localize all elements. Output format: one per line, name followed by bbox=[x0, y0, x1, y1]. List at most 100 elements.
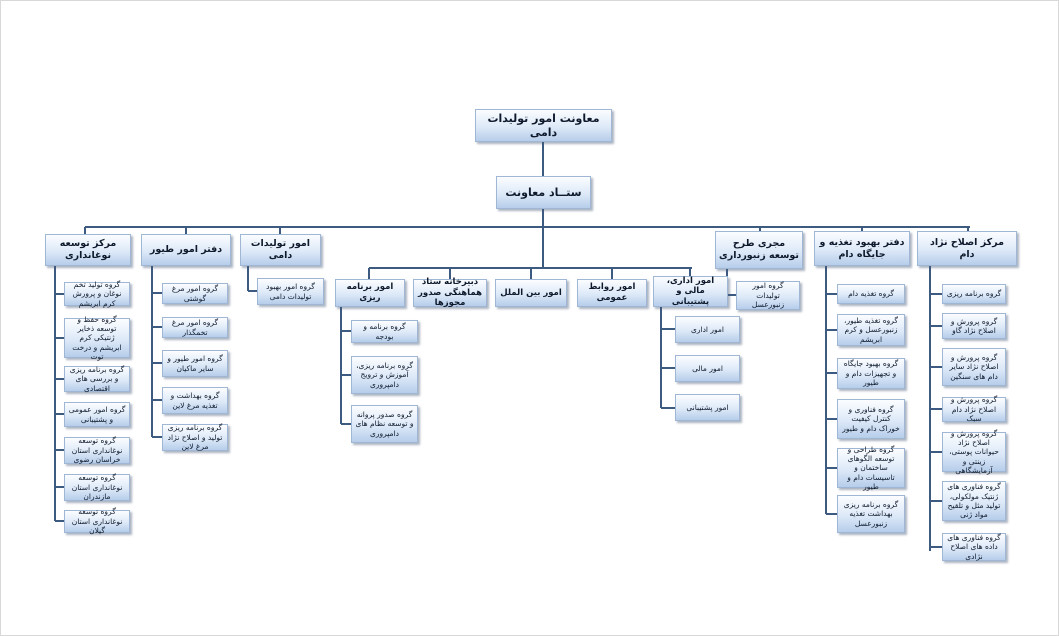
connector-line bbox=[930, 546, 944, 548]
connector-line bbox=[861, 227, 863, 234]
dept-beekeeping-project: مجری طرح توسعه زنبورداری bbox=[715, 231, 803, 269]
group-box: گروه حفظ و توسعه ذخایر ژنتیکی کرم ابریشم… bbox=[64, 315, 130, 361]
dept-breeding-center: مرکز اصلاح نژاد دام bbox=[917, 231, 1017, 266]
connector-line bbox=[152, 399, 164, 401]
dept-poultry-office: دفتر امور طیور bbox=[141, 234, 231, 266]
connector-line bbox=[930, 500, 944, 502]
group-box: گروه طراحی و توسعه الگوهای ساختمان و تاس… bbox=[837, 445, 905, 491]
group-box: گروه پرورش و اصلاح نژاد گاو bbox=[942, 313, 1006, 339]
connector-line bbox=[826, 467, 839, 469]
connector-line bbox=[341, 374, 353, 376]
group-box: گروه پرورش و اصلاح نژاد حیوانات پوستی، ز… bbox=[942, 429, 1006, 475]
dept-nutrition-office: دفتر بهبود تغذیه و جایگاه دام bbox=[814, 231, 910, 266]
group-box: گروه برنامه ریزی، آموزش و ترویج دامپروری bbox=[351, 356, 418, 394]
connector-line bbox=[85, 226, 970, 228]
connector-line bbox=[930, 408, 944, 410]
group-box: گروه بهبود جایگاه و تجهیزات دام و طیور bbox=[837, 358, 905, 389]
connector-line bbox=[967, 227, 969, 234]
root-box: معاونت امور تولیدات دامی bbox=[475, 109, 612, 142]
connector-line bbox=[247, 266, 249, 291]
group-box: گروه تولید تخم نوغان و پرورش کرم ابریشم bbox=[64, 280, 130, 308]
connector-line bbox=[55, 293, 66, 295]
dept-admin-finance: امور اداری، مالی و پشتیبانی bbox=[653, 276, 728, 307]
unit-box: امور اداری bbox=[675, 316, 740, 343]
connector-line bbox=[542, 142, 544, 176]
connector-line bbox=[151, 266, 153, 437]
group-box: گروه برنامه ریزی تولید و اصلاح نژاد مرغ … bbox=[162, 423, 228, 451]
connector-line bbox=[661, 367, 677, 369]
connector-line bbox=[341, 330, 353, 332]
group-box: گروه توسعه نوغانداری استان گیلان bbox=[64, 507, 130, 535]
staff-label: ستــاد معاونت bbox=[505, 185, 582, 199]
group-box: گروه برنامه ریزی بهداشت تغذیه زنبورعسل bbox=[837, 495, 905, 533]
group-box: گروه توسعه نوغانداری استان خراسان رضوی bbox=[64, 436, 130, 464]
connector-line bbox=[84, 227, 86, 234]
connector-line bbox=[826, 513, 839, 515]
dept-permits-secretariat: دبیرخانه ستاد هماهنگی صدور مجوزها bbox=[413, 277, 487, 308]
group-box: گروه برنامه ریزی bbox=[942, 284, 1006, 304]
unit-box: امور مالی bbox=[675, 355, 740, 382]
group-box: گروه پرورش و اصلاح نژاد دام سبک bbox=[942, 395, 1006, 423]
connector-line bbox=[55, 378, 66, 380]
group-box: گروه امور مرغ تخمگذار bbox=[162, 317, 228, 338]
connector-line bbox=[611, 268, 613, 279]
connector-line bbox=[826, 372, 839, 374]
group-box: گروه امور طیور و سایر ماکیان bbox=[162, 350, 228, 377]
connector-line bbox=[542, 209, 544, 227]
connector-line bbox=[542, 227, 544, 268]
group-box: گروه امور مرغ گوشتی bbox=[162, 283, 228, 304]
connector-line bbox=[55, 413, 66, 415]
dept-public-relations: امور روابط عمومی bbox=[577, 279, 647, 307]
connector-line bbox=[279, 227, 281, 234]
group-box: گروه فناوری های داده های اصلاح نژادی bbox=[942, 533, 1006, 561]
group-box: گروه تغذیه دام bbox=[837, 284, 905, 304]
connector-line bbox=[930, 366, 944, 368]
connector-line bbox=[759, 227, 761, 234]
connector-line bbox=[661, 407, 677, 409]
connector-line bbox=[368, 268, 370, 279]
connector-line bbox=[55, 486, 66, 488]
connector-line bbox=[152, 436, 164, 438]
group-box: گروه امور عمومی و پشتیبانی bbox=[64, 402, 130, 427]
unit-box: امور پشتیبانی bbox=[675, 394, 740, 421]
group-box: گروه فناوری های ژنتیک مولکولی، تولید مثل… bbox=[942, 481, 1006, 521]
root-label: معاونت امور تولیدات دامی bbox=[487, 111, 600, 139]
dept-planning: امور برنامه ریزی bbox=[335, 279, 405, 307]
connector-line bbox=[152, 292, 164, 294]
group-box: گروه پرورش و اصلاح نژاد سایر دام های سنگ… bbox=[942, 348, 1006, 386]
group-box: گروه برنامه ریزی و بررسی های اقتصادی bbox=[64, 365, 130, 393]
connector-line bbox=[826, 418, 839, 420]
connector-line bbox=[341, 423, 353, 425]
connector-line bbox=[825, 266, 827, 514]
connector-line bbox=[826, 329, 839, 331]
group-box: گروه توسعه نوغانداری استان مازندران bbox=[64, 473, 130, 501]
group-box: گروه بهداشت و تغذیه مرغ لاین bbox=[162, 387, 228, 414]
connector-line bbox=[930, 451, 944, 453]
connector-line bbox=[826, 293, 839, 295]
dept-international: امور بین الملل bbox=[495, 279, 567, 307]
connector-line bbox=[660, 307, 662, 408]
connector-line bbox=[185, 227, 187, 234]
connector-line bbox=[661, 328, 677, 330]
group-box: گروه برنامه و بودجه bbox=[351, 320, 418, 343]
group-box: گروه صدور پروانه و توسعه نظام های دامپرو… bbox=[351, 405, 418, 443]
group-box: گروه امور بهبود تولیدات دامی bbox=[257, 278, 324, 305]
dept-sericulture-center: مرکز توسعه نوغانداری bbox=[45, 234, 131, 266]
group-box: گروه تغذیه طیور، زنبورعسل و کرم ابریشم bbox=[837, 314, 905, 346]
connector-line bbox=[248, 290, 259, 292]
group-box: گروه فناوری و کنترل کیفیت خوراک دام و طی… bbox=[837, 399, 905, 439]
dept-livestock-production: امور تولیدات دامی bbox=[240, 234, 321, 266]
connector-line bbox=[152, 326, 164, 328]
connector-line bbox=[930, 293, 944, 295]
connector-line bbox=[55, 449, 66, 451]
connector-line bbox=[340, 307, 342, 424]
connector-line bbox=[930, 325, 944, 327]
connector-line bbox=[929, 266, 931, 551]
connector-line bbox=[55, 520, 66, 522]
connector-line bbox=[55, 337, 66, 339]
connector-line bbox=[689, 268, 691, 279]
connector-line bbox=[449, 268, 451, 279]
connector-line bbox=[369, 267, 692, 269]
connector-line bbox=[530, 268, 532, 279]
